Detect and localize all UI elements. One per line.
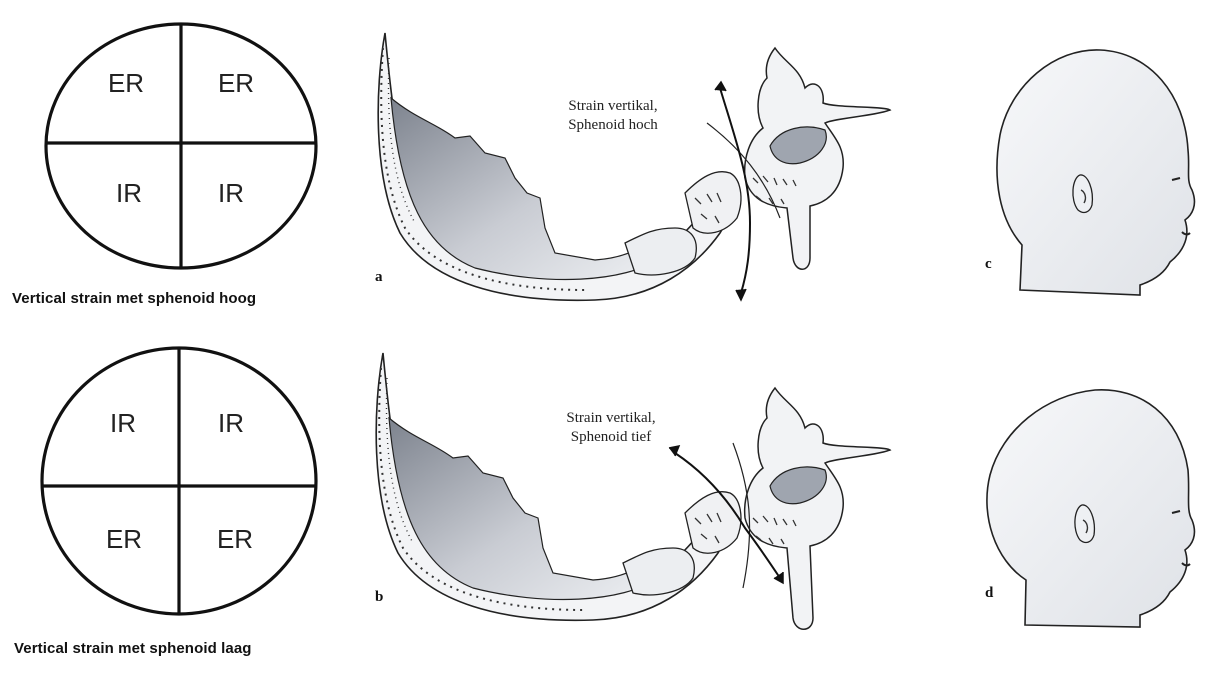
quadrant-label-bottom-right: ER — [217, 524, 253, 554]
mouth — [1181, 562, 1191, 567]
caption-top: Vertical strain met sphenoid hoog — [12, 290, 257, 307]
quadrant-diagram-bottom: IR IR ER ER — [33, 344, 323, 619]
quadrant-label-top-left: IR — [110, 408, 136, 438]
head-outline — [996, 49, 1196, 296]
quadrant-label-bottom-right: IR — [218, 178, 244, 208]
annotation-line-2: Sphenoid hoch — [568, 117, 658, 133]
basi-occiput-wedge — [684, 171, 742, 234]
bone-texture — [378, 367, 584, 611]
caption-bottom: Vertical strain met sphenoid laag — [14, 640, 252, 657]
motion-arrow — [719, 87, 752, 294]
quadrant-label-top-left: ER — [108, 68, 144, 98]
annotation-line-2: Sphenoid tief — [571, 429, 651, 445]
quadrant-label-top-right: ER — [218, 68, 254, 98]
quadrant-label-bottom-left: IR — [116, 178, 142, 208]
head-profile-top: c — [960, 40, 1210, 300]
ear — [1074, 504, 1096, 544]
quadrant-label-bottom-left: ER — [106, 524, 142, 554]
figure-letter-c: c — [985, 256, 992, 272]
quadrant-diagram-top: ER ER IR IR — [38, 20, 328, 272]
bone-texture — [380, 47, 586, 291]
skull-base-illustration-bottom: Strain vertikal, Sphenoid tief b — [355, 348, 900, 648]
rotation-arc-line — [706, 122, 781, 219]
figure-letter-a: a — [375, 269, 383, 285]
annotation-line-1: Strain vertikal, — [568, 98, 657, 114]
quadrant-label-top-right: IR — [218, 408, 244, 438]
sphenoid-sinus — [769, 466, 827, 505]
basi-occiput-wedge — [684, 491, 742, 554]
skull-base-illustration-top: Strain vertikal, Sphenoid hoch a — [355, 28, 900, 328]
sphenoid-bone — [743, 386, 892, 630]
figure-letter-d: d — [985, 585, 994, 601]
eye — [1171, 177, 1181, 181]
clivus — [624, 227, 697, 276]
sphenoid-sinus — [769, 126, 827, 165]
rotation-arc-line — [732, 442, 751, 589]
mouth — [1181, 231, 1191, 236]
sphenoid-bone — [743, 46, 892, 270]
figure-letter-b: b — [375, 589, 383, 605]
head-profile-bottom: d — [960, 375, 1210, 630]
clivus — [622, 547, 695, 596]
head-outline — [986, 389, 1196, 628]
annotation-line-1: Strain vertikal, — [566, 410, 655, 426]
motion-arrow — [674, 452, 781, 579]
eye — [1171, 510, 1181, 514]
ear — [1072, 174, 1094, 214]
